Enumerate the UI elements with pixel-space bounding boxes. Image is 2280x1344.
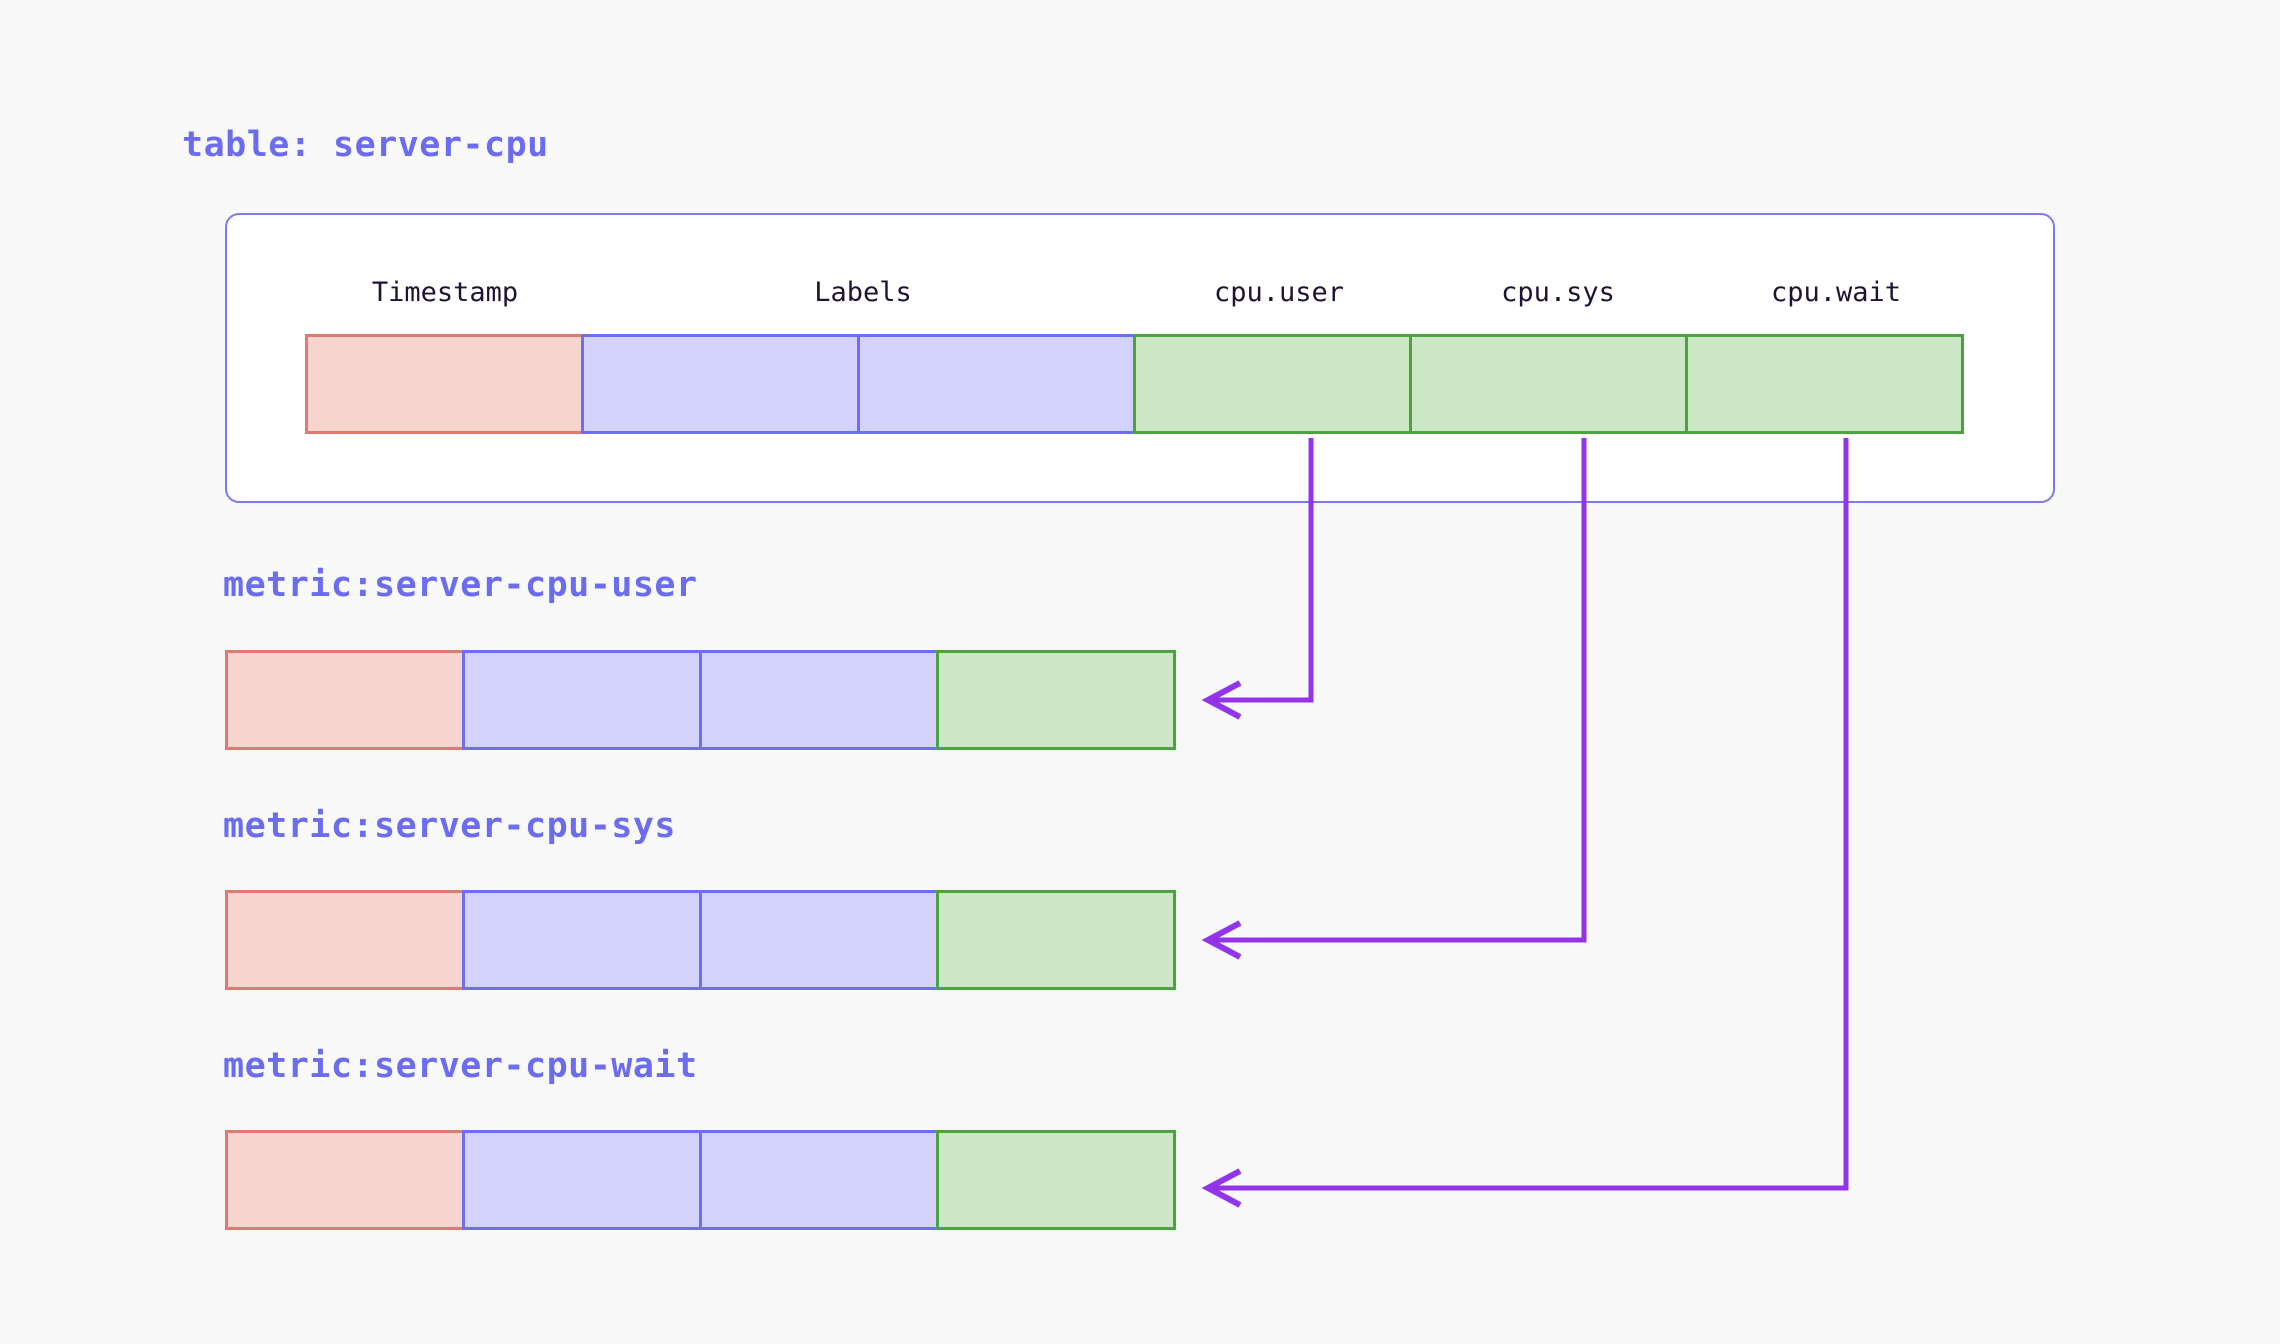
metric-cell bbox=[225, 1130, 465, 1230]
metric-cell bbox=[936, 650, 1176, 750]
arrowhead-icon bbox=[1201, 680, 1242, 720]
metric-label: metric:server-cpu-wait bbox=[223, 1046, 698, 1086]
table-row bbox=[305, 334, 1973, 434]
connector-line bbox=[1212, 438, 1587, 943]
table-cell bbox=[1133, 334, 1412, 434]
metric-cell bbox=[225, 650, 465, 750]
table-cell bbox=[1409, 334, 1688, 434]
metric-cell bbox=[699, 890, 939, 990]
connector-line bbox=[1212, 438, 1849, 1191]
metric-label: metric:server-cpu-sys bbox=[223, 806, 677, 846]
metric-cell bbox=[699, 1130, 939, 1230]
metric-cell bbox=[936, 1130, 1176, 1230]
column-header-labels: Labels bbox=[814, 277, 912, 308]
connector-cpu-sys-to-metric bbox=[1201, 438, 1587, 960]
metric-label: metric:server-cpu-user bbox=[223, 565, 698, 605]
arrowhead-icon bbox=[1201, 920, 1242, 960]
connector-cpu-wait-to-metric bbox=[1201, 438, 1849, 1208]
page-title: table: server-cpu bbox=[182, 125, 549, 165]
metric-cell bbox=[462, 650, 702, 750]
metric-cell bbox=[462, 890, 702, 990]
table-cell bbox=[581, 334, 860, 434]
metric-cell bbox=[225, 890, 465, 990]
column-header-cpu-wait: cpu.wait bbox=[1770, 277, 1902, 308]
arrowhead-icon bbox=[1201, 1168, 1242, 1208]
table-cell bbox=[305, 334, 584, 434]
table-cell bbox=[1685, 334, 1964, 434]
metric-row bbox=[225, 1130, 1185, 1230]
column-header-cpu-sys: cpu.sys bbox=[1501, 277, 1615, 308]
column-header-timestamp: Timestamp bbox=[371, 277, 519, 308]
metric-cell bbox=[936, 890, 1176, 990]
column-header-cpu-user: cpu.user bbox=[1213, 277, 1345, 308]
metric-row bbox=[225, 650, 1185, 750]
metric-row bbox=[225, 890, 1185, 990]
metric-cell bbox=[699, 650, 939, 750]
metric-cell bbox=[462, 1130, 702, 1230]
table-cell bbox=[857, 334, 1136, 434]
